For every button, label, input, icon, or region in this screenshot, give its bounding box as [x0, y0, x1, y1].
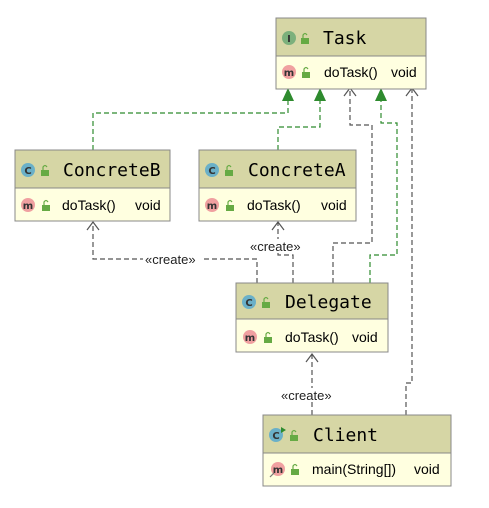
unlock-icon [226, 199, 234, 211]
label-create-delegate: «create» [281, 388, 332, 403]
class-icon: C [21, 163, 35, 177]
class-box-task[interactable]: I Task m doTask() void [275, 17, 427, 90]
svg-text:m: m [207, 201, 217, 212]
class-name-client: Client [313, 425, 378, 446]
label-bg [248, 239, 308, 253]
method-concretea-dotask: doTask() [247, 197, 301, 213]
method-icon: m [21, 198, 35, 212]
class-icon: C [242, 295, 256, 309]
class-box-concretea[interactable]: C ConcreteA m doTask() void [198, 149, 357, 222]
method-concreteb-dotask: doTask() [62, 197, 116, 213]
svg-text:m: m [23, 201, 33, 212]
unlock-icon [301, 32, 309, 44]
unlock-icon [290, 429, 298, 441]
method-client-main: main(String[]) [312, 461, 396, 477]
svg-text:C: C [245, 298, 252, 309]
unlock-icon [41, 164, 49, 176]
svg-text:m: m [284, 68, 294, 79]
method-icon: m [282, 65, 296, 79]
unlock-icon [262, 296, 270, 308]
create-arrowhead-concreteb [86, 221, 100, 231]
class-name-concreteb: ConcreteB [63, 160, 161, 181]
runnable-class-icon: C [269, 427, 286, 442]
unlock-icon [302, 66, 310, 78]
realization-concreteb-task [92, 90, 289, 150]
method-icon: m [205, 198, 219, 212]
unlock-icon [225, 164, 233, 176]
svg-text:I: I [287, 34, 291, 45]
method-return-delegate: void [352, 329, 378, 345]
create-arrowhead-concretea [271, 221, 285, 231]
class-name-task: Task [323, 28, 367, 49]
unlock-icon [291, 463, 299, 475]
method-delegate-dotask: doTask() [285, 329, 339, 345]
method-task-dotask: doTask() [324, 64, 378, 80]
create-arrowhead-delegate [305, 353, 319, 363]
svg-text:m: m [245, 333, 255, 344]
svg-text:m: m [273, 465, 283, 476]
realization-arrowhead-concretea [314, 88, 326, 101]
unlock-icon [42, 199, 50, 211]
class-box-delegate[interactable]: C Delegate m doTask() void [235, 282, 389, 353]
method-return-concreteb: void [135, 197, 161, 213]
unlock-icon [264, 331, 272, 343]
class-icon: C [205, 163, 219, 177]
class-box-client[interactable]: C Client m main(String[]) void [262, 414, 452, 487]
realization-delegate-task [369, 90, 398, 283]
label-bg [279, 388, 339, 402]
interface-icon: I [282, 31, 296, 45]
label-create-concreteb: «create» [145, 252, 196, 267]
realization-arrowhead-delegate [375, 88, 387, 101]
method-return-concretea: void [321, 197, 347, 213]
label-create-concretea: «create» [250, 239, 301, 254]
svg-text:C: C [208, 166, 215, 177]
method-return-task: void [391, 64, 417, 80]
static-method-icon: m [269, 462, 285, 478]
create-delegate-concretea [277, 222, 294, 283]
dependency-client-task [405, 88, 413, 415]
method-return-client: void [414, 461, 440, 477]
method-icon: m [243, 330, 257, 344]
realization-concretea-task [277, 90, 321, 150]
realization-arrowhead-concreteb [282, 88, 294, 101]
class-box-concreteb[interactable]: C ConcreteB m doTask() void [14, 149, 171, 222]
label-bg [143, 252, 203, 266]
svg-text:C: C [272, 431, 279, 442]
svg-text:C: C [24, 166, 31, 177]
dependency-delegate-task [332, 88, 373, 283]
class-name-delegate: Delegate [285, 292, 372, 313]
class-name-concretea: ConcreteA [248, 160, 346, 181]
